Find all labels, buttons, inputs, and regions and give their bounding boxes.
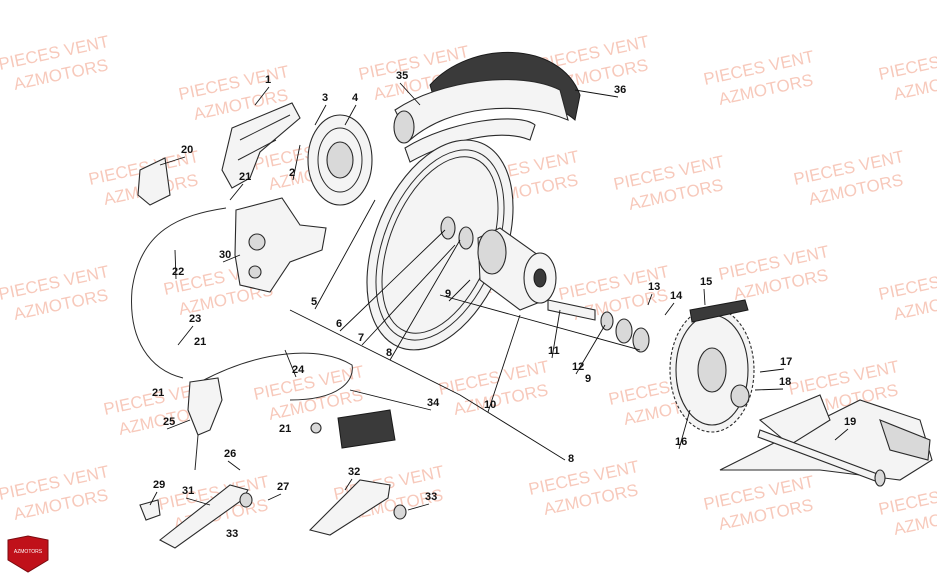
callout-number-21: 21: [239, 171, 251, 183]
callout-number-20: 20: [181, 144, 193, 156]
callout-number-10: 10: [484, 399, 496, 411]
callout-number-24: 24: [292, 364, 305, 376]
swingarm-left: [221, 102, 301, 189]
callout-leader: [664, 302, 675, 316]
callout-number-21: 21: [279, 423, 291, 435]
callout-number-33: 33: [226, 528, 238, 540]
brake-hose: [131, 207, 353, 401]
rear-tire: [393, 51, 581, 144]
callout-number-5: 5: [311, 296, 317, 308]
callout-number-13: 13: [648, 281, 660, 293]
callout-leader: [399, 82, 421, 106]
callout-leader: [229, 183, 244, 201]
callout-number-27: 27: [277, 481, 289, 493]
callout-number-34: 34: [427, 397, 440, 409]
chain-guide: [689, 299, 749, 323]
callout-leader: [222, 254, 241, 263]
callout-leader: [185, 497, 211, 506]
callout-leader: [575, 324, 606, 375]
callout-number-36: 36: [614, 84, 626, 96]
callout-leader: [759, 368, 785, 373]
callout-number-7: 7: [358, 332, 364, 344]
callout-leader: [703, 288, 706, 306]
callout-number-21: 21: [194, 336, 206, 348]
callout-leader: [267, 493, 282, 501]
bearings: [440, 216, 650, 353]
callout-number-25: 25: [163, 416, 175, 428]
callout-leader: [159, 156, 186, 166]
swingarm-right: [719, 394, 933, 481]
azmotors-logo: AZMOTORS: [7, 535, 49, 573]
callout-leader: [314, 104, 327, 126]
callout-leader: [339, 229, 446, 332]
callout-number-4: 4: [352, 92, 359, 104]
callout-number-33: 33: [425, 491, 437, 503]
callout-leader: [344, 478, 353, 491]
callout-leader: [407, 503, 430, 511]
callout-number-11: 11: [548, 345, 560, 357]
callout-number-31: 31: [182, 485, 194, 497]
callout-leader: [227, 460, 241, 471]
callout-leader: [487, 314, 521, 413]
callout-leader: [314, 199, 376, 310]
callout-number-22: 22: [172, 266, 184, 278]
master-cylinder: [187, 377, 223, 471]
callout-number-15: 15: [700, 276, 712, 288]
callout-number-21: 21: [152, 387, 164, 399]
callout-leader: [754, 388, 784, 391]
callout-number-26: 26: [224, 448, 236, 460]
callout-leader: [254, 86, 270, 106]
callout-leader: [361, 244, 456, 346]
grouping-lines: [289, 294, 641, 461]
callout-number-16: 16: [675, 436, 687, 448]
brake-disc: [307, 114, 373, 206]
hub: [477, 227, 557, 311]
callout-number-29: 29: [153, 479, 165, 491]
callout-number-8: 8: [568, 453, 574, 465]
callout-leader: [647, 293, 653, 306]
callout-number-9: 9: [445, 288, 451, 300]
callout-number-23: 23: [189, 313, 201, 325]
brake-caliper: [234, 197, 327, 293]
brake-pads: [137, 157, 171, 206]
hose-clips: [310, 409, 396, 449]
logo-text: AZMOTORS: [14, 549, 43, 555]
callout-number-12: 12: [572, 361, 584, 373]
callout-number-1: 1: [265, 74, 271, 86]
callout-leader: [678, 409, 691, 450]
callout-number-19: 19: [844, 416, 856, 428]
callout-number-17: 17: [780, 356, 792, 368]
callout-leader: [149, 491, 158, 506]
brake-pedal-left: [139, 484, 253, 549]
callout-leader: [174, 249, 177, 280]
callout-leader: [177, 325, 194, 346]
callout-number-9: 9: [585, 373, 591, 385]
callout-number-14: 14: [670, 290, 683, 302]
callout-leader: [448, 279, 471, 302]
callout-number-35: 35: [396, 70, 408, 82]
callout-leader: [292, 144, 301, 181]
callout-number-18: 18: [779, 376, 791, 388]
callout-number-2: 2: [289, 167, 295, 179]
callout-number-30: 30: [219, 249, 231, 261]
callout-number-32: 32: [348, 466, 360, 478]
brake-pedal-right: [308, 479, 407, 536]
callout-leader: [834, 428, 849, 441]
callout-leader: [349, 389, 432, 411]
callout-number-3: 3: [322, 92, 328, 104]
callout-leader: [389, 239, 461, 361]
callout-leader: [344, 104, 357, 126]
axle: [730, 384, 886, 487]
sprocket: [669, 307, 755, 433]
callout-leader: [166, 419, 191, 430]
callout-leader: [551, 309, 561, 359]
callout-number-6: 6: [336, 318, 342, 330]
callout-number-8: 8: [386, 347, 392, 359]
callout-leader: [284, 349, 297, 378]
callout-leader: [574, 89, 619, 98]
